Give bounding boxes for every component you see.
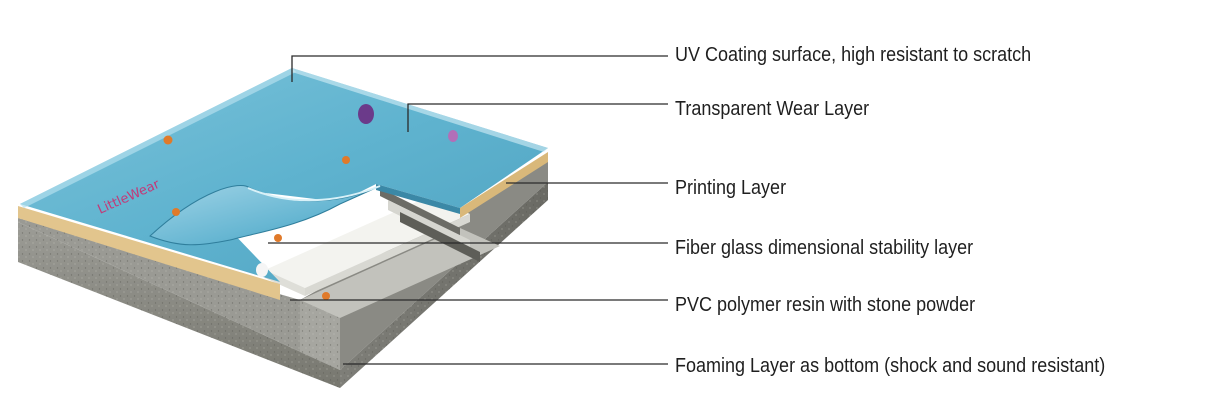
flower-motif-3 <box>274 234 282 242</box>
leader-line-wear <box>407 103 668 132</box>
flower-motif-5 <box>322 292 330 300</box>
label-printing-layer: Printing Layer <box>675 177 787 199</box>
leader-line-uv <box>291 55 668 82</box>
leader-lines <box>268 55 668 365</box>
peeled-wear-layer <box>149 185 381 246</box>
label-wear-layer: Transparent Wear Layer <box>675 98 870 120</box>
label-pvc-layer: PVC polymer resin with stone powder <box>675 294 976 316</box>
flower-motif-4 <box>172 208 180 216</box>
character-motif-3 <box>448 130 458 142</box>
character-motif-1 <box>358 104 374 124</box>
layer-step-cutout <box>380 188 480 262</box>
character-motif-2 <box>256 263 268 277</box>
label-foaming-layer: Foaming Layer as bottom (shock and sound… <box>675 355 1106 377</box>
top-surface <box>20 68 548 282</box>
flower-motif-2 <box>342 156 350 164</box>
label-uv-coating: UV Coating surface, high resistant to sc… <box>675 44 1032 66</box>
label-fiber-glass-layer: Fiber glass dimensional stability layer <box>675 237 974 259</box>
pvc-layer <box>18 160 548 370</box>
printing-layer <box>18 152 548 300</box>
foaming-layer <box>18 182 548 388</box>
flower-motif-1 <box>163 135 173 145</box>
